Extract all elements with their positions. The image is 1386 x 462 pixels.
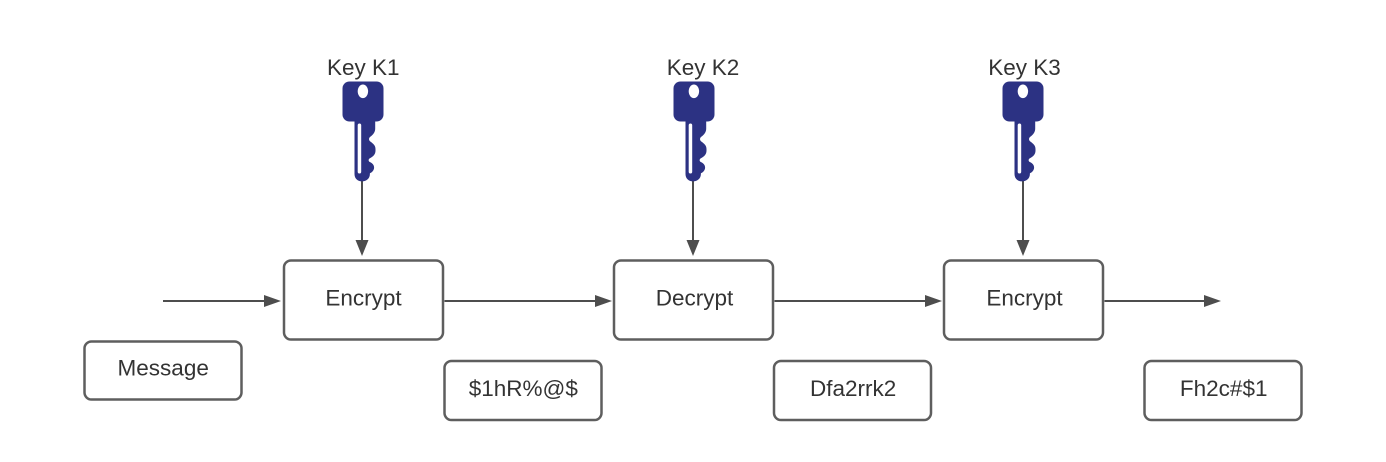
svg-text:Decrypt: Decrypt — [656, 286, 734, 311]
svg-text:Key K1: Key K1 — [327, 55, 400, 80]
svg-text:Key K2: Key K2 — [667, 55, 740, 80]
svg-text:Message: Message — [118, 356, 209, 381]
svg-text:Fh2c#$1: Fh2c#$1 — [1180, 376, 1268, 401]
svg-text:Dfa2rrk2: Dfa2rrk2 — [810, 376, 896, 401]
svg-text:Encrypt: Encrypt — [986, 286, 1063, 311]
svg-text:Encrypt: Encrypt — [325, 286, 402, 311]
svg-text:Key K3: Key K3 — [988, 55, 1061, 80]
svg-text:$1hR%@$: $1hR%@$ — [469, 376, 579, 401]
